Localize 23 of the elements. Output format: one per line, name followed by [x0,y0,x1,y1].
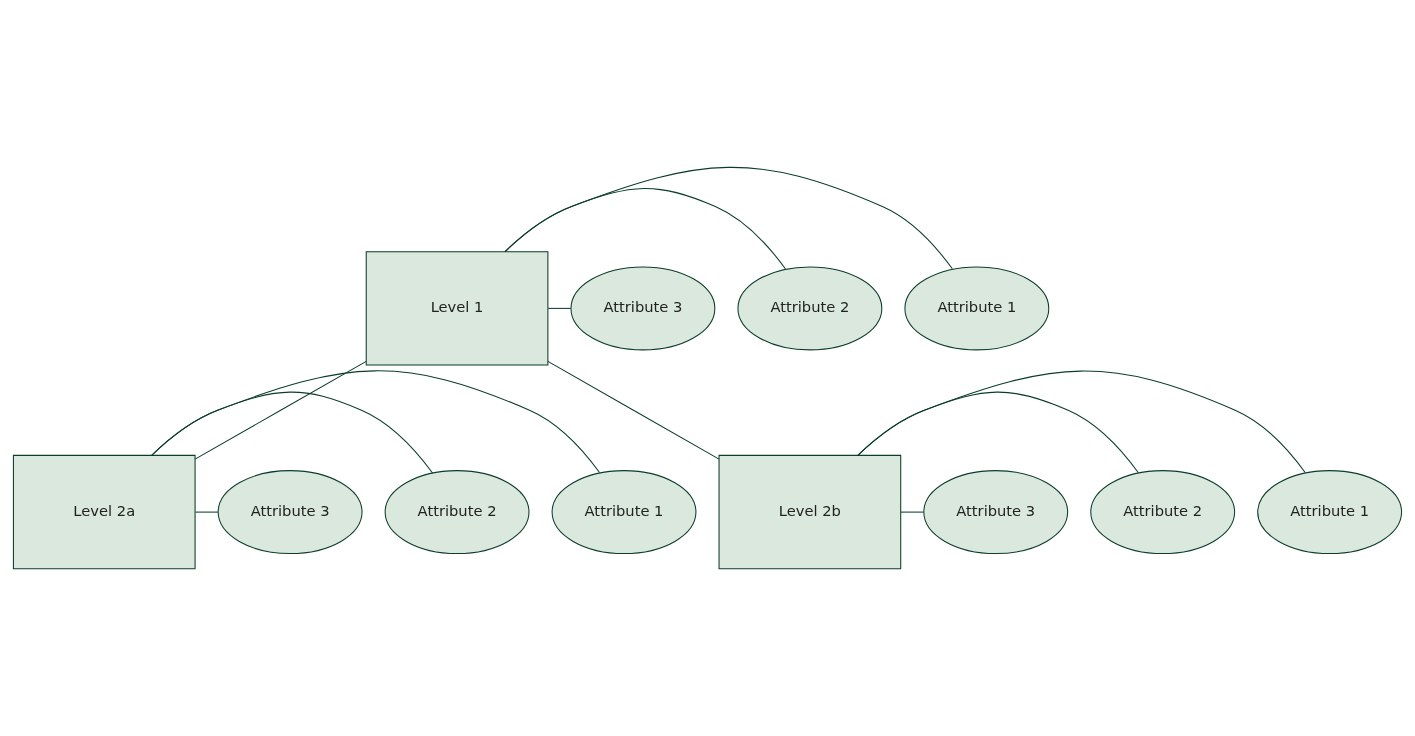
node-ellipse: Attribute 3 [923,470,1069,555]
connector [151,391,434,474]
connector [857,370,1306,474]
connector [504,166,953,270]
node-ellipse: Attribute 2 [384,470,530,555]
connector [151,370,601,474]
node-ellipse: Attribute 1 [1257,470,1403,555]
connector [194,360,367,460]
node-ellipse: Attribute 3 [217,470,363,555]
node-box: Level 1 [365,251,549,366]
connector [547,360,720,460]
connector [547,307,572,309]
node-ellipse: Attribute 3 [570,266,716,351]
connector [504,187,786,270]
node-ellipse: Attribute 1 [904,266,1050,351]
node-ellipse: Attribute 2 [1090,470,1236,555]
connector [857,391,1139,474]
node-ellipse: Attribute 2 [737,266,883,351]
node-box: Level 2b [718,454,902,570]
node-ellipse: Attribute 1 [551,470,697,555]
node-box: Level 2a [12,454,196,570]
connector [900,511,925,513]
connector [194,511,219,513]
